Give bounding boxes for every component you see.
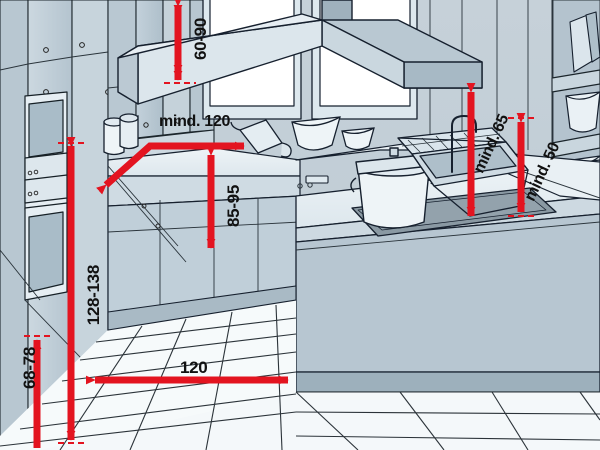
rolling-pin bbox=[230, 119, 292, 158]
kitchen-island-front bbox=[295, 159, 600, 393]
small-bowl bbox=[341, 127, 375, 151]
built-in-microwave bbox=[24, 202, 68, 301]
dim-label-counter-height: 85-95 bbox=[224, 185, 243, 227]
canister-pair bbox=[103, 113, 139, 156]
built-in-oven bbox=[24, 91, 68, 211]
dim-arrow-lower-reach-height bbox=[24, 335, 52, 448]
books-on-shelf bbox=[569, 11, 600, 73]
bowl-on-shelf bbox=[565, 91, 600, 133]
dim-arrow-tall-unit-height bbox=[58, 136, 86, 444]
dim-arrow-shelf-over-counter bbox=[508, 112, 536, 217]
dim-label-tall-unit-height: 128-138 bbox=[84, 265, 103, 326]
dim-label-walkway-width: 120 bbox=[180, 358, 208, 377]
dim-label-lower-reach-height: 68-78 bbox=[20, 347, 39, 389]
dim-label-work-triangle: mind. 120 bbox=[159, 113, 231, 130]
dim-arrow-upper-cabinet-height bbox=[164, 0, 196, 84]
cooking-pot bbox=[350, 147, 435, 229]
dim-label-upper-cabinet-height: 60-90 bbox=[191, 18, 210, 60]
mixing-bowl bbox=[291, 116, 341, 151]
